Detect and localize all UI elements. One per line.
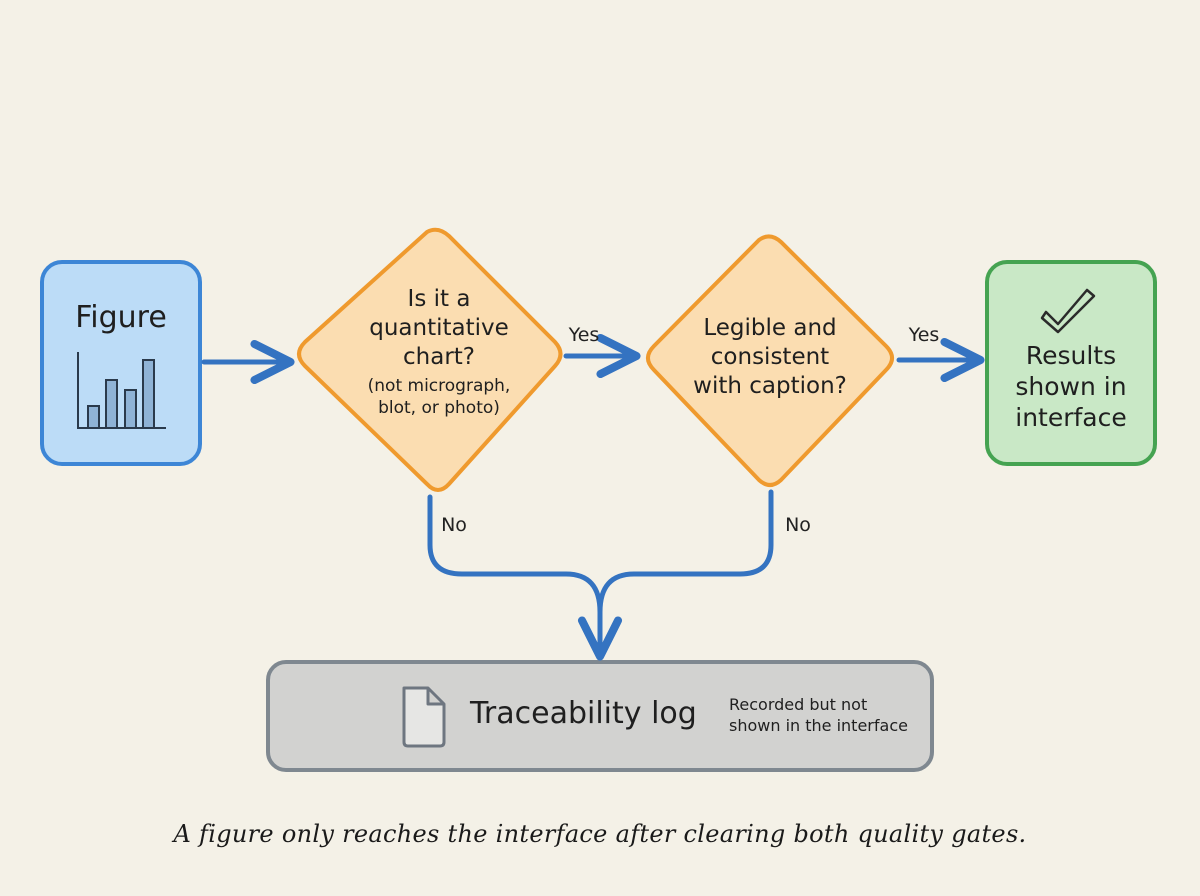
figure-node	[40, 260, 202, 466]
decision2-line-3: with caption?	[693, 373, 847, 399]
decision1-line-2: quantitative	[369, 315, 509, 341]
log-note-line-1: Recorded but not	[729, 695, 868, 714]
decision1-line-1: Is it a	[407, 286, 471, 312]
arrow-decision2-no	[597, 489, 774, 615]
decision1-text: Is it a quantitative chart? (not microgr…	[330, 285, 548, 419]
decision1-sub-2: blot, or photo)	[378, 398, 500, 418]
document-icon	[402, 686, 446, 748]
figure-title: Figure	[75, 300, 167, 335]
checkmark-icon	[1040, 288, 1096, 334]
diagram-caption: A figure only reaches the interface afte…	[173, 820, 1027, 848]
log-note: Recorded but not shown in the interface	[729, 694, 929, 736]
edge-label-yes-1: Yes	[568, 324, 600, 346]
results-text: Results shown in interface	[991, 340, 1151, 433]
bar-chart-icon	[77, 352, 166, 429]
results-line-1: Results	[1025, 341, 1117, 370]
log-note-line-2: shown in the interface	[729, 716, 908, 735]
decision1-sub-1: (not micrograph,	[367, 376, 511, 396]
edge-label-no-1: No	[441, 514, 467, 536]
edge-label-yes-2: Yes	[908, 324, 940, 346]
decision2-text: Legible and consistent with caption?	[662, 314, 878, 401]
results-line-2: shown in	[1015, 372, 1127, 401]
arrow-decision1-no	[427, 494, 623, 661]
edge-label-no-2: No	[785, 514, 811, 536]
decision-quantitative-chart	[297, 227, 563, 492]
decision2-line-1: Legible and	[703, 315, 837, 341]
log-title: Traceability log	[470, 696, 697, 731]
decision1-line-3: chart?	[403, 344, 475, 370]
results-line-3: interface	[1015, 403, 1127, 432]
results-node	[985, 260, 1157, 466]
decision2-line-2: consistent	[710, 344, 830, 370]
decision-legible-consistent	[646, 234, 894, 487]
